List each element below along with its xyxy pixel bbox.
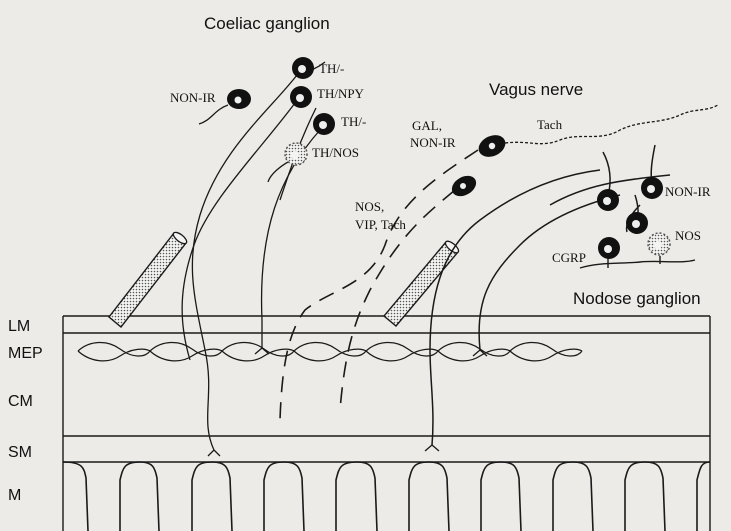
nerve-bundle-coeliac — [109, 230, 188, 327]
label-vagus-nerve: Vagus nerve — [489, 80, 583, 99]
neuron-th-2 — [313, 113, 335, 135]
terminal-coeliac-a — [208, 450, 220, 456]
neuron-th-1 — [292, 57, 314, 79]
neuron-nodose-cgrp — [598, 237, 620, 259]
layer-label-cm: CM — [8, 393, 33, 410]
diagram-title: Coeliac ganglion — [204, 14, 330, 33]
neuron-nonir — [227, 89, 251, 109]
label-nos-line2: VIP, Tach — [355, 217, 406, 232]
layer-label-lm: LM — [8, 318, 30, 335]
vagal-neurons — [448, 131, 670, 259]
nodose-base — [580, 260, 695, 268]
label-coeliac-th-2: TH/- — [341, 114, 366, 129]
coeliac-fibres — [182, 62, 325, 456]
label-gal-line1: GAL, — [412, 118, 442, 133]
neuron-th-npy — [290, 86, 312, 108]
neuron-nos-vip — [448, 172, 480, 201]
label-coeliac-nonir: NON-IR — [170, 90, 216, 105]
label-tach: Tach — [537, 117, 563, 132]
mucosa-villi — [63, 462, 710, 531]
neuron-nodose-nonir-1 — [641, 177, 663, 199]
label-nos-line1: NOS, — [355, 199, 384, 214]
layer-label-m: M — [8, 487, 21, 504]
label-nodose-nonir: NON-IR — [665, 184, 711, 199]
neuron-nodose-2 — [597, 189, 619, 211]
label-nodose-nos: NOS — [675, 228, 701, 243]
label-coeliac-th-nos: TH/NOS — [312, 145, 359, 160]
layer-labels: LM MEP CM SM M — [8, 318, 43, 504]
nerve-bundle-vagal — [384, 239, 460, 326]
vagal-dashed-1 — [280, 150, 478, 420]
gut-wall — [63, 316, 710, 531]
layer-label-sm: SM — [8, 444, 32, 461]
label-nodose-cgrp: CGRP — [552, 250, 586, 265]
neuron-th-nos — [285, 143, 307, 165]
layer-label-mep: MEP — [8, 345, 43, 362]
label-coeliac-th-1: TH/- — [319, 61, 344, 76]
fibre-nonir — [199, 105, 228, 124]
neuron-gal — [475, 131, 509, 161]
neuron-nodose-nos — [648, 233, 670, 255]
vagal-solid-2 — [479, 195, 620, 350]
label-coeliac-th-npy: TH/NPY — [317, 86, 365, 101]
label-gal-line2: NON-IR — [410, 135, 456, 150]
myenteric-plexus — [78, 342, 582, 360]
terminal-vagal-a — [425, 445, 439, 451]
fibre-coeliac-1 — [192, 75, 297, 450]
label-nodose-ganglion: Nodose ganglion — [573, 289, 701, 308]
neuron-nodose-3 — [626, 212, 648, 234]
